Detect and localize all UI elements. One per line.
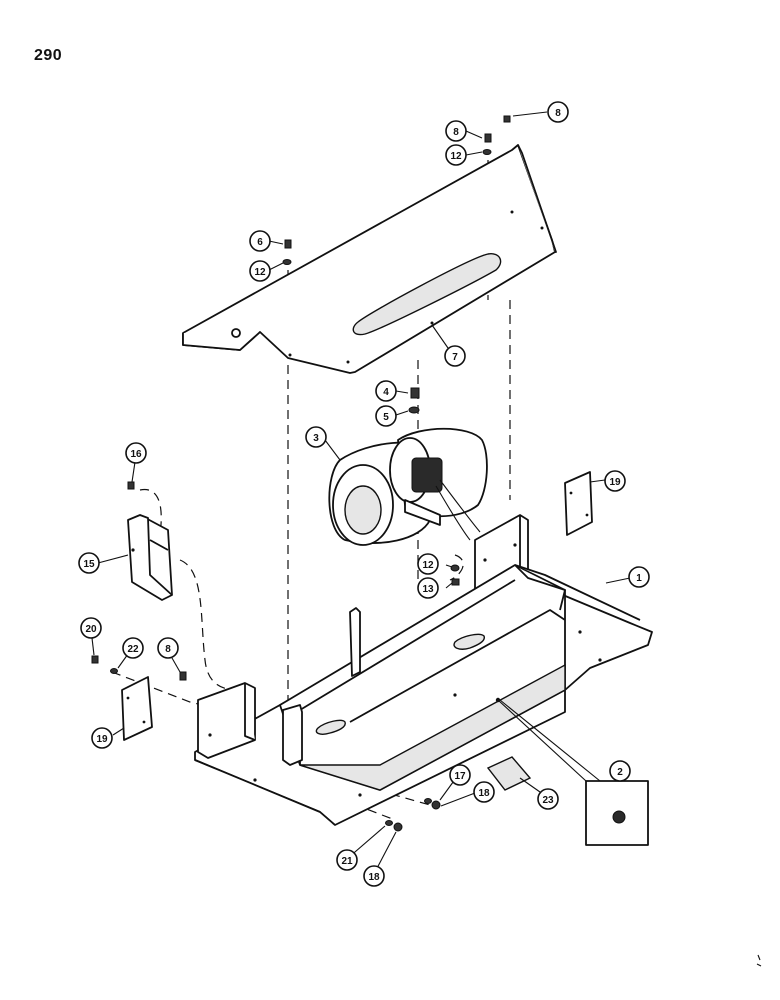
callout-18-bottom: 18 — [363, 865, 385, 887]
callout-4: 4 — [375, 380, 397, 402]
callout-18-right: 18 — [473, 781, 495, 803]
callout-12-left: 12 — [249, 260, 271, 282]
svg-text:4: 4 — [383, 387, 389, 398]
callout-5: 5 — [375, 405, 397, 427]
callout-12-right: 12 — [417, 553, 439, 575]
svg-text:17: 17 — [454, 771, 466, 782]
margin-marks — [756, 954, 762, 967]
callout-8-top: 8 — [445, 120, 467, 142]
svg-text:22: 22 — [127, 644, 139, 655]
callout-3: 3 — [305, 426, 327, 448]
callout-15: 15 — [78, 552, 100, 574]
svg-text:18: 18 — [368, 872, 380, 883]
callout-17: 17 — [449, 764, 471, 786]
svg-text:7: 7 — [452, 352, 458, 363]
svg-text:18: 18 — [478, 788, 490, 799]
svg-text:15: 15 — [83, 559, 95, 570]
svg-text:8: 8 — [555, 108, 561, 119]
svg-text:23: 23 — [542, 795, 554, 806]
callout-22: 22 — [122, 637, 144, 659]
callout-2: 2 — [609, 760, 631, 782]
callout-20: 20 — [80, 617, 102, 639]
callout-12-top: 12 — [445, 144, 467, 166]
callout-13: 13 — [417, 577, 439, 599]
callout-23: 23 — [537, 788, 559, 810]
svg-text:20: 20 — [85, 624, 97, 635]
svg-text:12: 12 — [422, 560, 434, 571]
decal — [486, 756, 532, 791]
callout-6: 6 — [249, 230, 271, 252]
svg-text:16: 16 — [130, 449, 142, 460]
callout-8-left: 8 — [157, 637, 179, 659]
callout-19-left: 19 — [91, 727, 113, 749]
blower-motor — [328, 427, 488, 546]
page-number: 290 — [34, 47, 63, 64]
svg-text:3: 3 — [313, 433, 319, 444]
base-housing — [194, 564, 653, 826]
cover-plate-left — [121, 676, 153, 741]
svg-text:21: 21 — [341, 856, 353, 867]
svg-text:1: 1 — [636, 573, 642, 584]
svg-text:13: 13 — [422, 584, 434, 595]
grommet-detail — [497, 699, 649, 846]
svg-text:12: 12 — [450, 151, 462, 162]
callout-1: 1 — [628, 566, 650, 588]
fasteners — [91, 115, 511, 832]
callout-8-top-right: 8 — [547, 101, 569, 123]
svg-text:6: 6 — [257, 237, 263, 248]
svg-text:12: 12 — [254, 267, 266, 278]
callout-21: 21 — [336, 849, 358, 871]
callout-16: 16 — [125, 442, 147, 464]
callouts: 8 8 12 6 12 7 4 5 — [78, 101, 650, 887]
top-cover-plate — [182, 144, 557, 374]
svg-text:5: 5 — [383, 412, 389, 423]
cover-plate-right — [564, 471, 593, 536]
svg-text:8: 8 — [453, 127, 459, 138]
callout-7: 7 — [444, 345, 466, 367]
left-bracket — [127, 514, 173, 601]
svg-text:2: 2 — [617, 767, 623, 778]
svg-text:8: 8 — [165, 644, 171, 655]
callout-19-right: 19 — [604, 470, 626, 492]
svg-text:19: 19 — [96, 734, 108, 745]
svg-text:19: 19 — [609, 477, 621, 488]
